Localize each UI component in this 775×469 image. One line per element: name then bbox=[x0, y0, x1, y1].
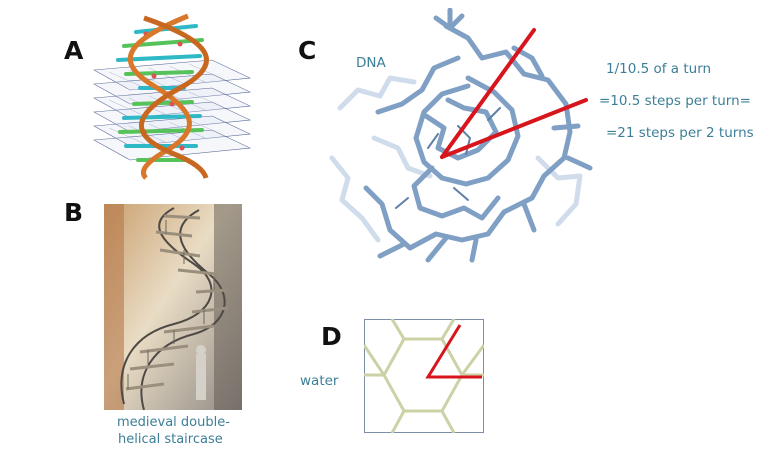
staircase-photo bbox=[104, 204, 242, 410]
panel-letter-c: C bbox=[298, 36, 317, 65]
panel-letter-b: B bbox=[64, 198, 84, 227]
steps-per-turn-annotation: =10.5 steps per turn= bbox=[599, 93, 751, 109]
staircase-caption-line-2: helical staircase bbox=[118, 432, 223, 447]
turn-fraction-annotation: 1/10.5 of a turn bbox=[606, 61, 712, 77]
steps-per-two-turns-annotation: =21 steps per 2 turns bbox=[606, 125, 754, 141]
water-hexagon-lattice bbox=[364, 319, 484, 433]
dna-label: DNA bbox=[356, 55, 386, 71]
dna-helix-illustration bbox=[92, 13, 252, 180]
staircase-caption-line-1: medieval double- bbox=[117, 415, 230, 430]
panel-letter-d: D bbox=[321, 322, 342, 351]
water-label: water bbox=[300, 373, 339, 389]
panel-letter-a: A bbox=[64, 36, 84, 65]
dna-top-view-illustration bbox=[329, 8, 593, 263]
